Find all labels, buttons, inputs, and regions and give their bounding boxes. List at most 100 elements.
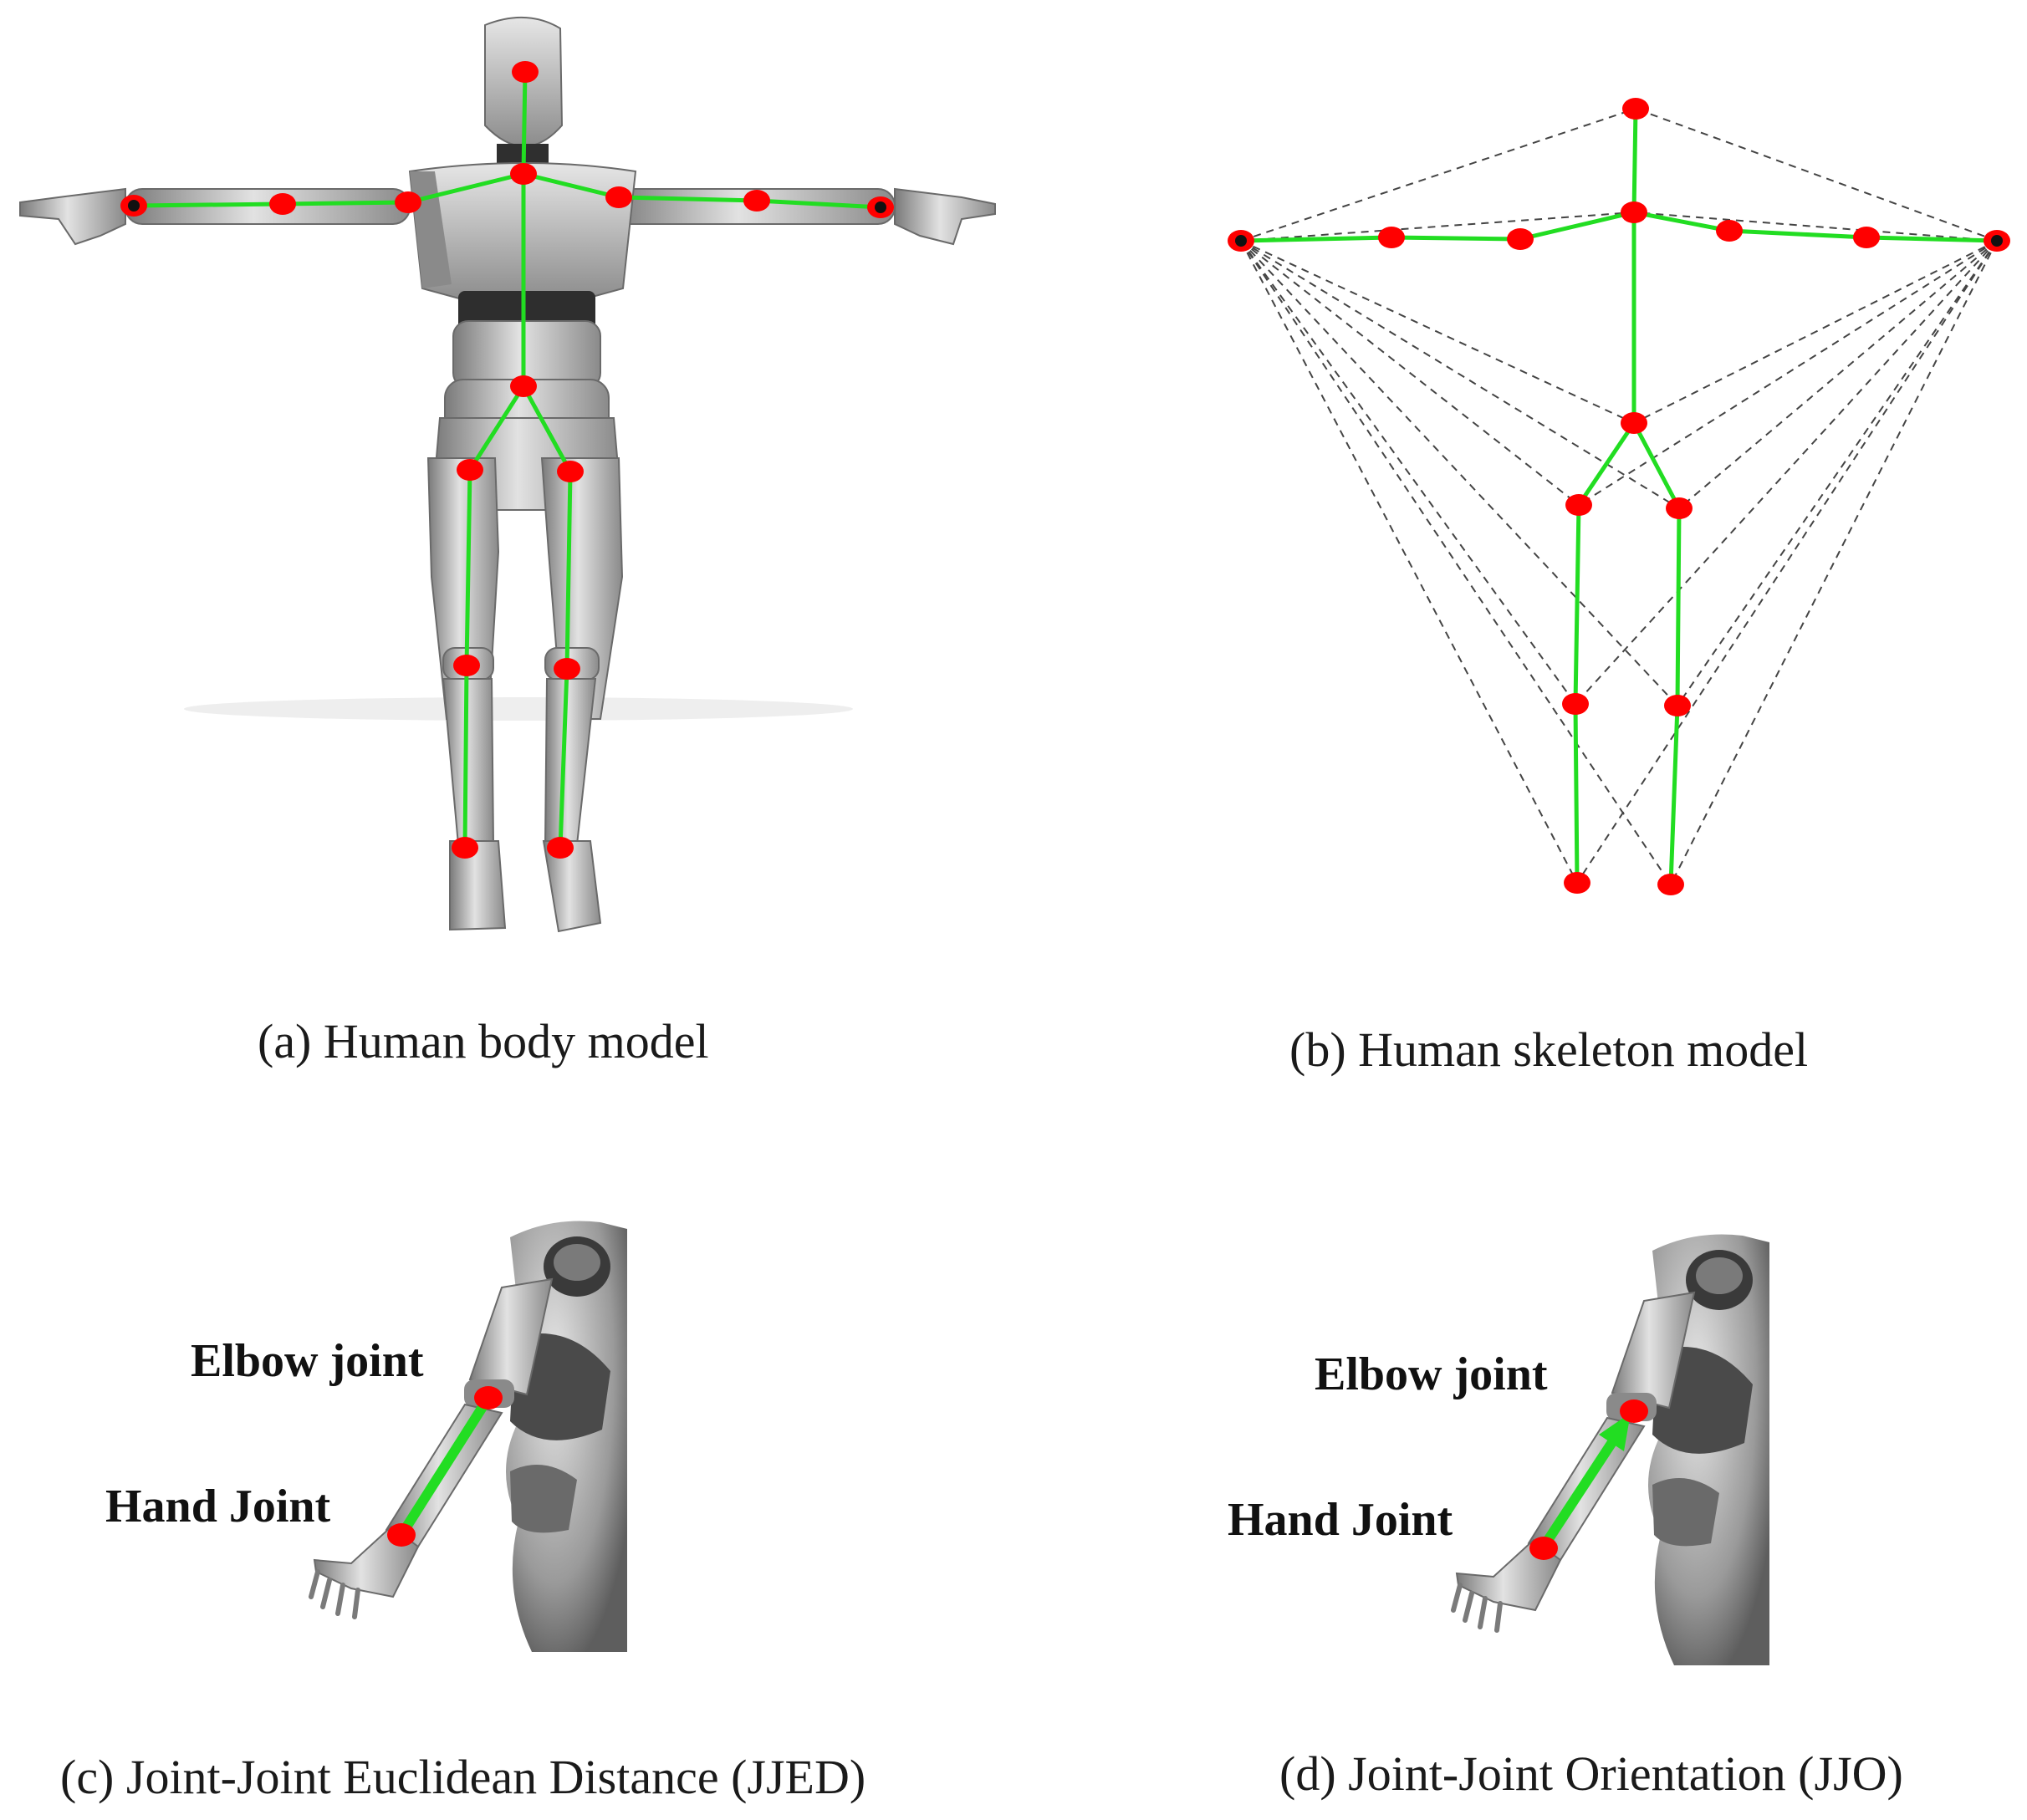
bone-head-to-neck-b (1631, 106, 1638, 215)
bone-knee-right-to-foot-right-b (1668, 703, 1680, 887)
end-joint-core-hand-right-a (875, 201, 886, 213)
skeleton-bones-a (131, 69, 883, 850)
dashed-pair-hand-right-to-knee-left (1575, 240, 1998, 705)
joint-knee-left-b (1562, 693, 1589, 715)
end-joint-core-hand-left-a (128, 200, 140, 212)
bone-hip-left-to-knee-left-b (1573, 502, 1581, 706)
dashed-pair-hand-left-to-spine (1240, 240, 1635, 424)
joint-neck-b (1621, 201, 1647, 223)
dashed-pair-hand-left-to-head (1240, 108, 1636, 242)
joint-shoulder-left-b (1507, 228, 1534, 250)
caption-b: (b) Human skeleton model (1289, 1022, 1809, 1077)
joint-foot-left-b (1564, 872, 1590, 894)
dashed-pair-hand-right-to-spine (1633, 240, 1998, 424)
arm-closeup-d (1451, 1232, 1769, 1665)
bone-spine-to-hip-left-b (1576, 421, 1636, 507)
caption-c: (c) Joint-Joint Euclidean Distance (JJED… (60, 1750, 866, 1804)
joint-shoulder-right-a (605, 186, 632, 208)
caption-d: (d) Joint-Joint Orientation (JJO) (1279, 1746, 1903, 1801)
bone-shoulder-right-to-elbow-right-a (616, 195, 759, 203)
bone-elbow-right-to-hand-right-b (1864, 235, 1999, 243)
joint-elbow-right-a (743, 190, 770, 212)
dashed-pair-hand-left-to-foot-right (1240, 240, 1672, 885)
elbow-joint-label-c: Elbow joint (191, 1335, 424, 1387)
joint-hip-right-a (557, 461, 584, 482)
dashed-pair-hand-right-to-hip-right (1678, 240, 1998, 509)
jjed-distance-line (396, 1393, 493, 1540)
dashed-pair-hand-left-to-neck (1240, 212, 1635, 242)
dashed-pair-hand-right-to-neck (1633, 212, 1998, 242)
joint-neck-a (510, 163, 537, 185)
joint-spine-b (1621, 412, 1647, 434)
dashed-pair-hand-left-to-foot-left (1240, 240, 1578, 884)
bone-knee-left-to-foot-left-b (1573, 701, 1580, 885)
bone-shoulder-left-to-elbow-left-a (280, 200, 411, 206)
joint-hip-left-a (457, 459, 483, 481)
joint-shoulder-right-b (1716, 220, 1743, 242)
bone-knee-right-to-foot-right-a (558, 666, 569, 850)
joint-shoulder-left-a (395, 191, 421, 213)
end-joint-core-hand-right-b (1991, 235, 2003, 247)
dashed-pair-hand-right-to-foot-right (1670, 240, 1998, 885)
bone-hip-right-to-knee-right-b (1675, 506, 1682, 708)
bone-elbow-left-to-hand-left-a (131, 201, 285, 208)
bone-elbow-right-to-hand-right-a (754, 198, 883, 210)
jjo-orientation-arrow-shaft (1539, 1435, 1619, 1552)
bone-neck-to-shoulder-left-b (1518, 210, 1636, 242)
panel-c-jjed (309, 1219, 627, 1652)
bone-neck-to-shoulder-left-a (406, 171, 526, 205)
bone-head-to-neck-a (521, 69, 528, 176)
hand-joint-marker-d (1529, 1537, 1558, 1560)
joint-spine-a (510, 375, 537, 397)
hand-joint-label-d: Hand Joint (1228, 1494, 1453, 1546)
dashed-pair-hand-left-to-knee-left (1240, 240, 1576, 705)
bone-hip-right-to-knee-right-a (564, 469, 573, 671)
joint-foot-right-a (547, 837, 574, 859)
mannequin-figure (19, 17, 996, 933)
hand-joint-marker-c (387, 1523, 416, 1547)
bone-neck-to-shoulder-right-b (1631, 210, 1732, 233)
caption-a: (a) Human body model (258, 1014, 709, 1068)
elbow-joint-marker-c (474, 1386, 503, 1410)
joint-knee-right-a (554, 658, 580, 680)
bone-shoulder-right-to-elbow-right-b (1727, 228, 1869, 240)
dashed-pair-hand-left-to-hip-right (1240, 240, 1680, 509)
elbow-joint-label-d: Elbow joint (1315, 1348, 1548, 1400)
skeleton-joints-b (1228, 98, 2010, 895)
bone-spine-to-hip-right-b (1631, 421, 1682, 511)
elbow-joint-marker-d (1620, 1399, 1648, 1423)
bone-knee-left-to-foot-left-a (462, 663, 469, 850)
joint-foot-left-a (452, 837, 478, 859)
bone-elbow-left-to-hand-left-b (1238, 235, 1394, 243)
dashed-pair-hand-right-to-foot-left (1576, 240, 1998, 884)
bone-neck-to-shoulder-right-a (521, 171, 621, 200)
dashed-pair-hand-right-to-head (1635, 108, 1998, 242)
skeleton-joints-a (120, 61, 894, 859)
dashed-pair-hand-left-to-knee-right (1240, 240, 1678, 706)
joint-knee-left-a (453, 655, 480, 676)
dashed-pair-hand-right-to-hip-left (1578, 240, 1998, 506)
panel-a-body-model (19, 17, 996, 933)
joint-elbow-left-a (269, 193, 296, 215)
joint-hip-left-b (1565, 494, 1592, 516)
panel-d-jjo (1451, 1232, 1769, 1665)
joint-elbow-right-b (1853, 227, 1880, 248)
joint-elbow-left-b (1378, 227, 1405, 248)
jjo-orientation-arrowhead (1599, 1413, 1631, 1451)
dashed-pair-hand-right-to-knee-right (1677, 240, 1998, 706)
bone-spine-to-hip-left-a (467, 384, 526, 472)
arm-closeup-c (309, 1219, 627, 1652)
joint-pair-dashed-lines (1240, 108, 1998, 885)
joint-hip-right-b (1666, 497, 1693, 519)
dashed-pair-hand-left-to-hip-left (1240, 240, 1580, 506)
bone-hip-left-to-knee-left-a (464, 467, 472, 668)
skeleton-bones-b (1238, 106, 1999, 887)
joint-foot-right-b (1657, 874, 1684, 895)
joint-head-a (512, 61, 539, 83)
joint-knee-right-b (1664, 695, 1691, 716)
end-joint-core-hand-left-b (1235, 235, 1247, 247)
bone-spine-to-hip-right-a (521, 384, 573, 474)
hand-joint-label-c: Hand Joint (105, 1481, 331, 1532)
joint-head-b (1622, 98, 1649, 120)
